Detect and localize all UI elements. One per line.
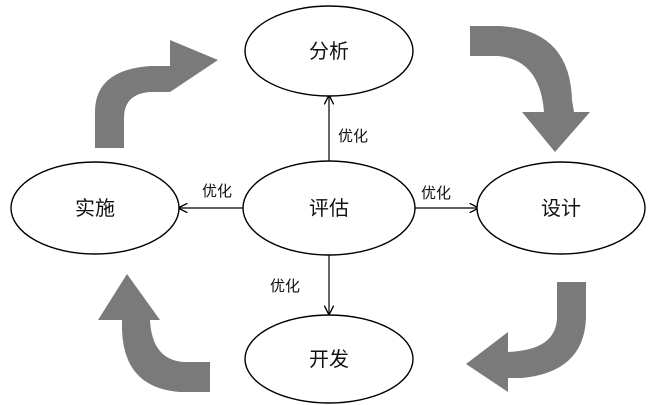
cycle-arrow-analysis-to-design (470, 26, 590, 152)
cycle-arrow-develop-to-implement (98, 274, 210, 392)
cycle-arrow-implement-to-analysis (95, 40, 218, 148)
edge-label-to-analysis: 优化 (338, 127, 368, 145)
node-analysis-label: 分析 (309, 39, 349, 63)
edge-label-to-design: 优化 (421, 184, 451, 202)
node-develop: 开发 (244, 314, 414, 404)
node-implement: 实施 (10, 161, 180, 255)
node-evaluate-label: 评估 (309, 196, 349, 220)
node-develop-label: 开发 (309, 347, 349, 371)
node-implement-label: 实施 (75, 196, 115, 220)
node-evaluate: 评估 (242, 160, 416, 256)
node-design-label: 设计 (541, 196, 581, 220)
edge-label-to-develop: 优化 (270, 277, 300, 295)
node-analysis: 分析 (244, 5, 414, 97)
edge-label-to-implement: 优化 (202, 182, 232, 200)
node-design: 设计 (476, 161, 646, 255)
cycle-arrow-design-to-develop (466, 282, 586, 392)
